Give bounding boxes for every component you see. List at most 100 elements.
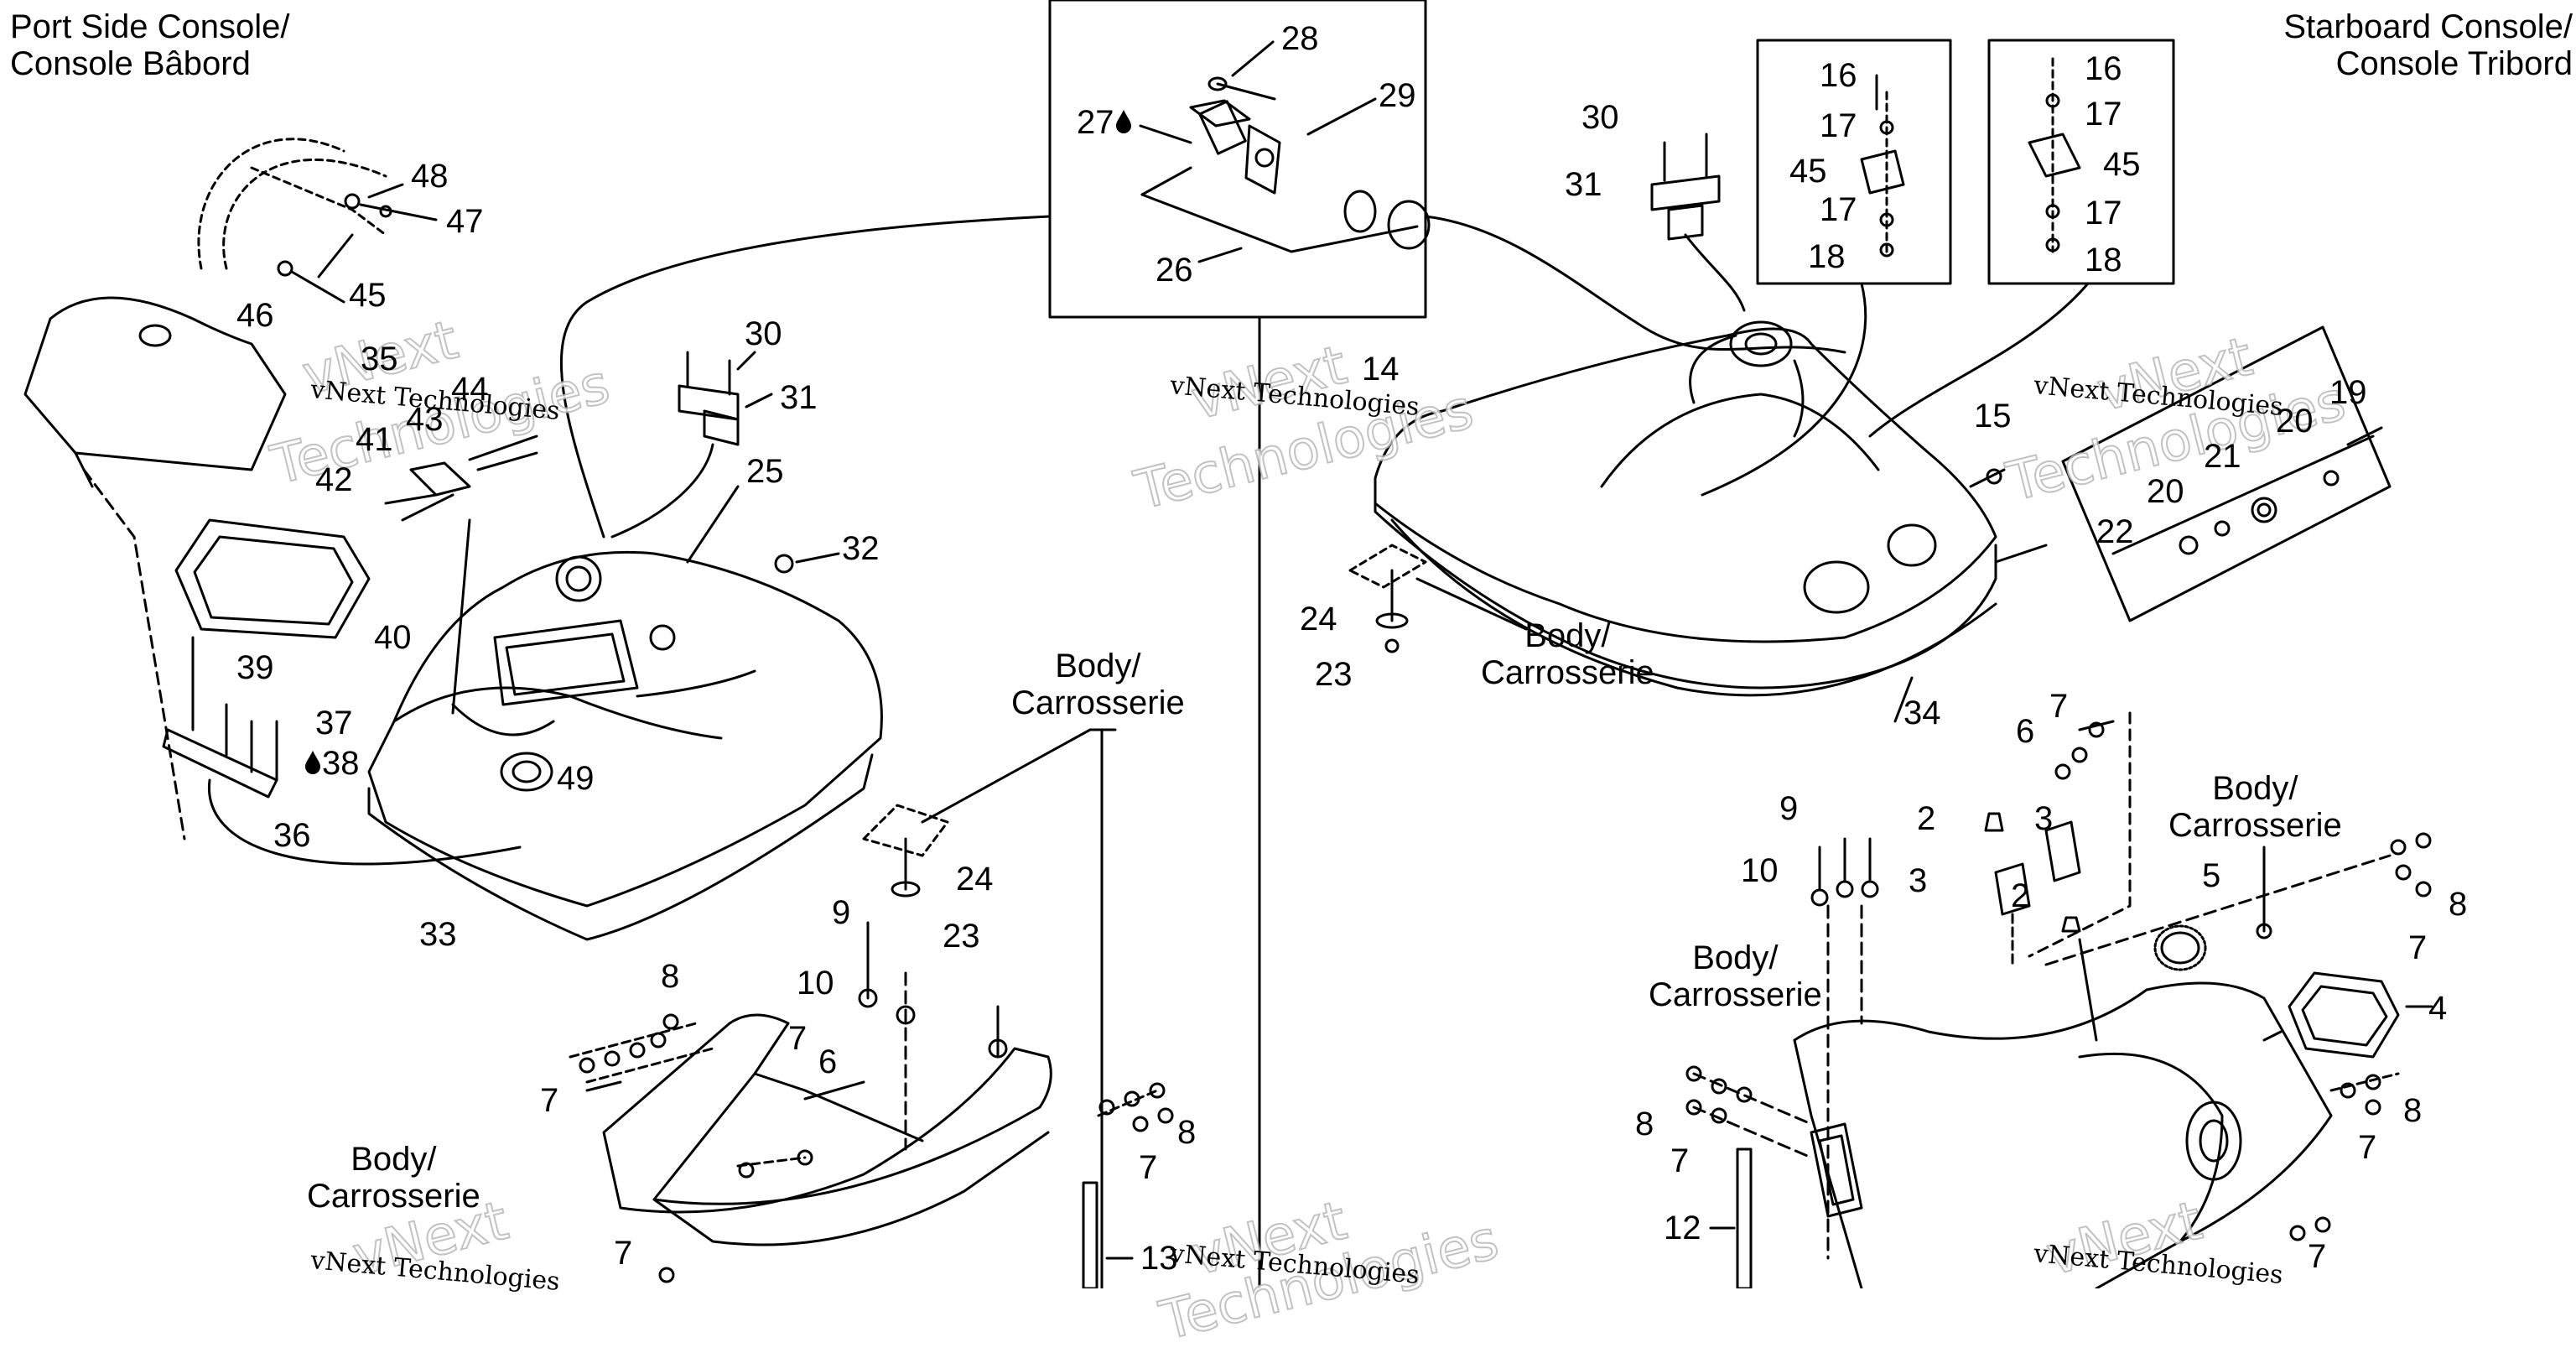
body-label-line1: Body/ bbox=[1524, 617, 1611, 654]
callout-8: 8 bbox=[661, 958, 680, 995]
callout-37: 37 bbox=[315, 705, 353, 742]
callout-32: 32 bbox=[842, 530, 880, 567]
starboard-console-title-line2: Console Tribord bbox=[2335, 45, 2573, 82]
callout-45: 45 bbox=[349, 277, 387, 314]
bracket-detail-right bbox=[2028, 57, 2081, 253]
callout-16: 16 bbox=[2085, 50, 2122, 87]
callout-8: 8 bbox=[2403, 1092, 2423, 1129]
callout-8: 8 bbox=[2449, 886, 2468, 923]
callout-20: 20 bbox=[2276, 403, 2314, 440]
callout-13: 13 bbox=[1140, 1240, 1178, 1277]
body-label-line2: Carrosserie bbox=[1011, 684, 1185, 721]
callout-43: 43 bbox=[406, 401, 444, 438]
port-console-title-line1: Port Side Console/ bbox=[10, 8, 290, 45]
starboard-console-title: Starboard Console/ Console Tribord bbox=[2283, 8, 2573, 82]
callout-7: 7 bbox=[2308, 1238, 2327, 1275]
body-label: Body/ Carrosserie bbox=[307, 1141, 480, 1215]
callout-41: 41 bbox=[356, 421, 393, 458]
callout-27-number: 27 bbox=[1077, 104, 1114, 141]
callout-4: 4 bbox=[2428, 990, 2448, 1027]
callout-5: 5 bbox=[2202, 857, 2221, 894]
port-console-title-line2: Console Bâbord bbox=[10, 45, 251, 82]
callout-48: 48 bbox=[411, 158, 449, 195]
callout-38: 38 bbox=[304, 747, 360, 780]
callout-28: 28 bbox=[1281, 20, 1319, 57]
callout-40: 40 bbox=[374, 619, 412, 656]
callout-3: 3 bbox=[1909, 862, 1928, 899]
body-label-line2: Carrosserie bbox=[307, 1178, 480, 1215]
callout-14: 14 bbox=[1362, 351, 1400, 388]
starboard-console-title-line1: Starboard Console/ bbox=[2283, 8, 2573, 45]
fluid-drop-icon bbox=[305, 751, 320, 774]
port-console-title: Port Side Console/ Console Bâbord bbox=[10, 8, 290, 82]
detail-box-mount bbox=[2061, 325, 2392, 622]
callout-38-number: 38 bbox=[322, 745, 360, 782]
fluid-drop-icon bbox=[1115, 110, 1131, 133]
callout-7: 7 bbox=[1670, 1142, 1690, 1179]
callout-46: 46 bbox=[236, 297, 274, 334]
callout-21: 21 bbox=[2204, 438, 2241, 475]
callout-45: 45 bbox=[2103, 146, 2141, 183]
callout-35: 35 bbox=[361, 341, 398, 377]
port-lower-panel bbox=[602, 1013, 1052, 1246]
callout-7: 7 bbox=[2408, 929, 2428, 966]
body-label-line1: Body/ bbox=[2212, 770, 2298, 807]
body-label-line1: Body/ bbox=[351, 1141, 437, 1178]
window-frame bbox=[174, 518, 371, 639]
trim-strip-13 bbox=[1082, 1181, 1098, 1288]
callout-31: 31 bbox=[1565, 166, 1602, 203]
callout-24: 24 bbox=[1300, 601, 1337, 637]
callout-29: 29 bbox=[1379, 77, 1416, 114]
detail-box-right bbox=[1987, 39, 2175, 285]
callout-6: 6 bbox=[2016, 713, 2035, 750]
body-label-line2: Carrosserie bbox=[1481, 654, 1654, 691]
callout-25: 25 bbox=[746, 453, 784, 490]
callout-31: 31 bbox=[780, 379, 818, 416]
callout-3: 3 bbox=[2034, 800, 2054, 837]
port-bracket bbox=[162, 728, 278, 799]
callout-27: 27 bbox=[1077, 106, 1133, 139]
callout-18: 18 bbox=[2085, 242, 2122, 278]
callout-42: 42 bbox=[315, 461, 353, 498]
callout-17: 17 bbox=[2085, 96, 2122, 133]
callout-10: 10 bbox=[1741, 852, 1779, 889]
callout-8: 8 bbox=[1177, 1114, 1197, 1151]
callout-34: 34 bbox=[1903, 695, 1941, 731]
callout-8: 8 bbox=[1635, 1106, 1654, 1142]
callout-17: 17 bbox=[1820, 191, 1857, 228]
callout-44: 44 bbox=[451, 371, 489, 408]
callout-30: 30 bbox=[1581, 99, 1619, 136]
body-label-line2: Carrosserie bbox=[1649, 976, 1822, 1013]
ring-5 bbox=[2153, 924, 2207, 971]
callout-45: 45 bbox=[1789, 153, 1827, 190]
callout-16: 16 bbox=[1820, 57, 1857, 94]
callout-20: 20 bbox=[2147, 473, 2184, 510]
callout-7: 7 bbox=[2049, 688, 2069, 725]
callout-7: 7 bbox=[788, 1020, 808, 1057]
callout-10: 10 bbox=[797, 965, 834, 1002]
body-label: Body/ Carrosserie bbox=[1481, 617, 1654, 691]
callout-9: 9 bbox=[832, 894, 851, 931]
callout-9: 9 bbox=[1779, 790, 1799, 827]
body-label-line1: Body/ bbox=[1055, 648, 1141, 684]
callout-2: 2 bbox=[1917, 800, 1936, 837]
starboard-console-body bbox=[1374, 320, 1997, 697]
callout-7: 7 bbox=[2358, 1129, 2377, 1166]
callout-7: 7 bbox=[1139, 1149, 1158, 1186]
body-label-line1: Body/ bbox=[1692, 939, 1779, 976]
callout-19: 19 bbox=[2329, 374, 2367, 411]
window-4 bbox=[2288, 971, 2400, 1059]
callout-17: 17 bbox=[2085, 195, 2122, 232]
callout-15: 15 bbox=[1974, 398, 2012, 435]
callout-49: 49 bbox=[557, 760, 595, 797]
callout-7: 7 bbox=[540, 1082, 559, 1119]
callout-23: 23 bbox=[943, 918, 980, 955]
line-art bbox=[23, 0, 2433, 1288]
callout-24: 24 bbox=[956, 861, 994, 898]
starboard-lower-body bbox=[1793, 981, 2333, 1288]
callout-30: 30 bbox=[745, 315, 782, 352]
body-label-line2: Carrosserie bbox=[2168, 807, 2342, 844]
callout-18: 18 bbox=[1808, 238, 1846, 275]
body-label: Body/ Carrosserie bbox=[1011, 648, 1185, 721]
callout-39: 39 bbox=[236, 649, 274, 686]
